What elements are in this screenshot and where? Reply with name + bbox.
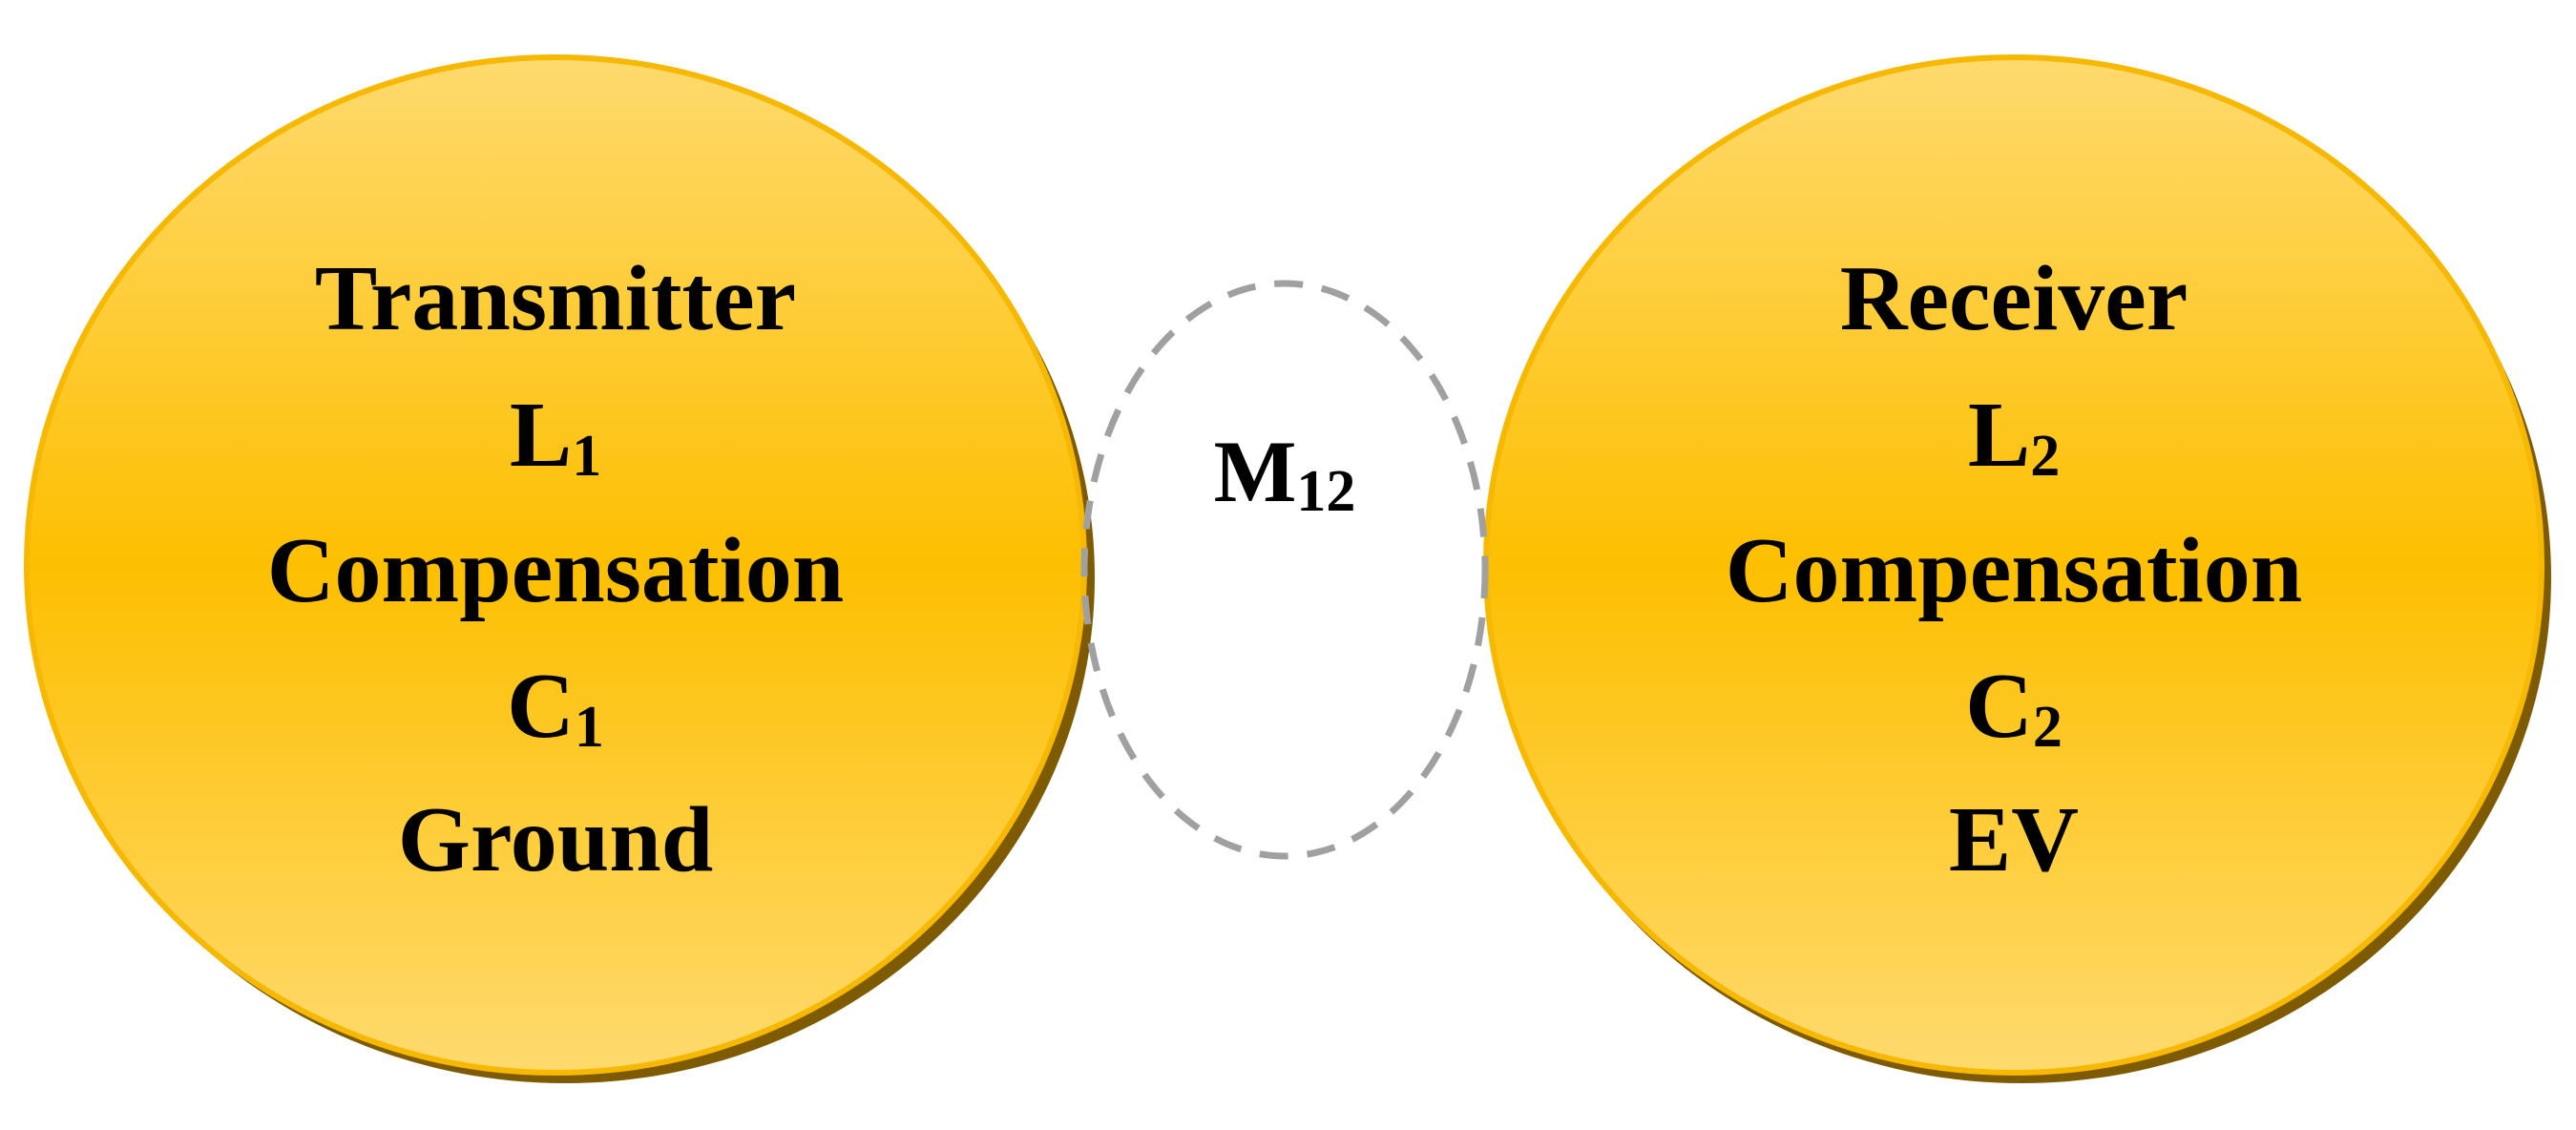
receiver-inductor-label: L2 [1968, 384, 2060, 489]
coupling-symbol: M [1214, 423, 1297, 520]
transmitter-location: Ground [398, 788, 713, 891]
receiver-capacitor-label: C2 [1965, 655, 2063, 760]
transmitter-capacitor-label: C1 [507, 655, 604, 760]
transmitter-node: Transmitter L1 Compensation C1 Ground [24, 54, 1095, 1083]
transmitter-inductor-subscript: 1 [572, 424, 601, 489]
coupling-label: M12 [1214, 423, 1356, 524]
receiver-inductor-subscript: 2 [2030, 424, 2060, 489]
transmitter-inductor-label: L1 [510, 384, 601, 489]
transmitter-compensation: Compensation [267, 519, 844, 622]
receiver-compensation: Compensation [1726, 519, 2302, 622]
transmitter-title: Transmitter [315, 247, 796, 350]
transmitter-capacitor-subscript: 1 [575, 695, 604, 760]
transmitter-capacitor-symbol: C [507, 655, 575, 758]
receiver-location: EV [1949, 788, 2079, 891]
receiver-capacitor-subscript: 2 [2033, 695, 2063, 760]
coupling-node: M12 [1080, 280, 1489, 860]
receiver-inductor-symbol: L [1968, 384, 2030, 487]
coupling-subscript: 12 [1296, 459, 1355, 524]
receiver-title: Receiver [1840, 247, 2189, 350]
receiver-capacitor-symbol: C [1965, 655, 2033, 758]
transmitter-inductor-symbol: L [510, 384, 572, 487]
coupling-dashed-ellipse [1080, 280, 1489, 860]
receiver-node: Receiver L2 Compensation C2 EV [1483, 54, 2551, 1083]
